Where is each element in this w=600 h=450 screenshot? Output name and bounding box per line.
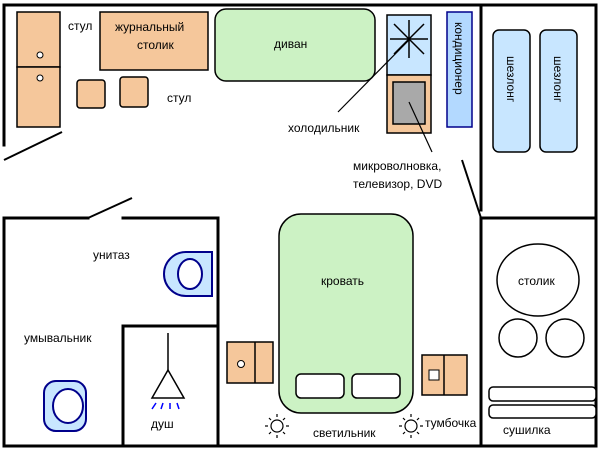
side-table bbox=[496, 243, 580, 317]
label-fridge: холодильник bbox=[288, 121, 360, 135]
balcony-stool-right bbox=[545, 318, 585, 358]
label-toilet: унитаз bbox=[93, 248, 130, 262]
sun-icon bbox=[399, 414, 423, 438]
label-microwave-2: телевизор, DVD bbox=[353, 177, 442, 191]
label-sofa: диван bbox=[274, 37, 307, 51]
bed bbox=[278, 213, 414, 414]
label-microwave-1: микроволновка, bbox=[353, 159, 441, 173]
label-air-conditioner: кондиционер bbox=[452, 22, 466, 95]
door-bathroom bbox=[87, 197, 133, 219]
label-lamp: светильник bbox=[313, 426, 376, 440]
wardrobe bbox=[16, 11, 61, 128]
air-conditioner bbox=[446, 11, 473, 128]
label-coffee-table-2: столик bbox=[137, 38, 174, 52]
dryer bbox=[488, 386, 597, 402]
dryer-rail bbox=[488, 404, 597, 419]
wardrobe-upper bbox=[16, 11, 61, 68]
toilet bbox=[163, 251, 213, 297]
chair-right bbox=[119, 76, 149, 108]
pillow-left bbox=[295, 373, 345, 399]
microwave-pointer bbox=[408, 101, 433, 153]
coffee-table bbox=[99, 11, 209, 71]
door-swings bbox=[3, 131, 482, 219]
door-balcony bbox=[461, 159, 482, 219]
deckchair-right bbox=[539, 29, 578, 153]
label-bed: кровать bbox=[321, 274, 364, 288]
wardrobe-handle-upper bbox=[36, 51, 44, 59]
door-entrance bbox=[3, 131, 63, 161]
label-shower: душ bbox=[151, 417, 174, 431]
label-nightstand: тумбочка bbox=[425, 416, 477, 430]
label-chair-top: стул bbox=[68, 19, 92, 33]
wardrobe-handle-lower bbox=[36, 74, 44, 82]
sofa bbox=[214, 8, 376, 82]
walls bbox=[2, 3, 598, 448]
nightstand-left bbox=[226, 341, 274, 384]
washbasin bbox=[43, 380, 87, 432]
pillow-right bbox=[351, 373, 401, 399]
label-coffee-table-1: журнальный bbox=[115, 20, 184, 34]
nightstand-right bbox=[421, 354, 468, 396]
sun-icon bbox=[265, 414, 289, 438]
fridge-pointer bbox=[337, 39, 410, 113]
label-dryer: сушилка bbox=[503, 423, 551, 437]
label-deckchair-left: шезлонг bbox=[504, 56, 518, 103]
snowflake-icon bbox=[390, 20, 428, 58]
wardrobe-lower bbox=[16, 66, 61, 128]
label-deckchair-right: шезлонг bbox=[551, 56, 565, 103]
label-chair-middle: стул bbox=[167, 91, 191, 105]
label-side-table: столик bbox=[518, 274, 555, 288]
label-washbasin: умывальник bbox=[24, 331, 92, 345]
chair-left bbox=[76, 79, 106, 109]
balcony-stool-left bbox=[498, 318, 538, 358]
shower-head-icon bbox=[150, 333, 186, 410]
deckchair-left bbox=[492, 29, 531, 153]
